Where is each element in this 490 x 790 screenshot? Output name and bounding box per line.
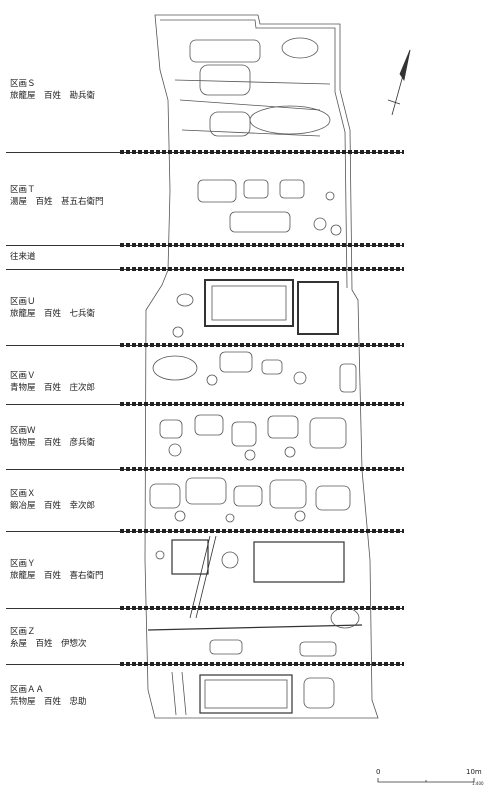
scale-bar: 0 10m 1:400 xyxy=(374,768,484,788)
section-divider xyxy=(6,606,404,610)
scale-end-label: 10m xyxy=(466,768,482,776)
scale-start-label: 0 xyxy=(376,768,381,776)
section-divider xyxy=(6,343,404,347)
scale-ratio: 1:400 xyxy=(472,781,484,786)
section-divider xyxy=(6,529,404,533)
north-arrow-icon xyxy=(387,49,411,116)
section-divider xyxy=(6,243,404,247)
section-label-road: 往来道 xyxy=(10,252,36,262)
feature xyxy=(189,39,261,63)
section-divider xyxy=(6,267,404,271)
site-boundary xyxy=(144,14,379,719)
section-divider xyxy=(6,662,404,666)
section-divider xyxy=(6,150,404,154)
scale-line xyxy=(377,778,475,783)
section-divider xyxy=(6,402,404,406)
section-divider xyxy=(6,467,404,471)
